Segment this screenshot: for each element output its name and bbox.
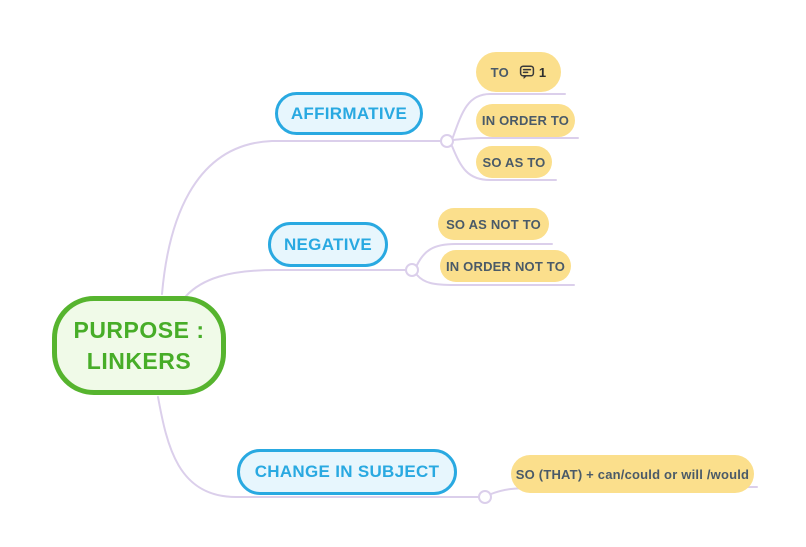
branch-ring-affirmative[interactable] bbox=[440, 134, 454, 148]
connector-affirmative-in-order-to bbox=[452, 137, 579, 141]
connector-affirmative-so-as-to bbox=[451, 145, 557, 181]
connector-negative-so-as-not-to bbox=[416, 243, 553, 266]
connector-root-change-in-subject bbox=[157, 396, 480, 498]
leaf-node-to[interactable]: TO 1 bbox=[476, 52, 561, 92]
root-node-purpose-linkers[interactable]: PURPOSE : LINKERS bbox=[52, 296, 226, 395]
leaf-label: SO (THAT) + can/could or will /would bbox=[515, 466, 750, 482]
comment-badge[interactable]: 1 bbox=[519, 64, 546, 80]
branch-node-negative[interactable]: NEGATIVE bbox=[268, 222, 388, 267]
leaf-label: IN ORDER TO bbox=[481, 113, 570, 128]
comment-count: 1 bbox=[538, 64, 547, 80]
branch-label: NEGATIVE bbox=[283, 234, 373, 254]
root-label-line1: PURPOSE : bbox=[73, 316, 205, 343]
connector-affirmative-to bbox=[452, 93, 566, 138]
leaf-label: TO bbox=[490, 64, 509, 80]
leaf-label: SO AS NOT TO bbox=[446, 216, 541, 232]
leaf-label: IN ORDER NOT TO bbox=[445, 258, 566, 274]
branch-label: AFFIRMATIVE bbox=[290, 103, 408, 123]
leaf-node-in-order-to[interactable]: IN ORDER TO bbox=[476, 104, 575, 137]
comment-icon bbox=[519, 65, 535, 79]
branch-ring-change-in-subject[interactable] bbox=[478, 490, 492, 504]
branch-node-affirmative[interactable]: AFFIRMATIVE bbox=[275, 92, 423, 135]
leaf-node-so-as-to[interactable]: SO AS TO bbox=[476, 146, 552, 178]
branch-node-change-in-subject[interactable]: CHANGE IN SUBJECT bbox=[237, 449, 457, 495]
leaf-node-so-as-not-to[interactable]: SO AS NOT TO bbox=[438, 208, 549, 240]
leaf-node-in-order-not-to[interactable]: IN ORDER NOT TO bbox=[440, 250, 571, 282]
connector-root-affirmative bbox=[161, 140, 442, 295]
connector-root-negative bbox=[185, 269, 407, 297]
branch-ring-negative[interactable] bbox=[405, 263, 419, 277]
branch-label: CHANGE IN SUBJECT bbox=[254, 462, 440, 481]
root-label-line2: LINKERS bbox=[86, 347, 192, 374]
leaf-node-so-that-can-could[interactable]: SO (THAT) + can/could or will /would bbox=[511, 455, 754, 493]
connector-negative-in-order-not-to bbox=[416, 274, 575, 286]
leaf-label: SO AS TO bbox=[482, 154, 546, 170]
